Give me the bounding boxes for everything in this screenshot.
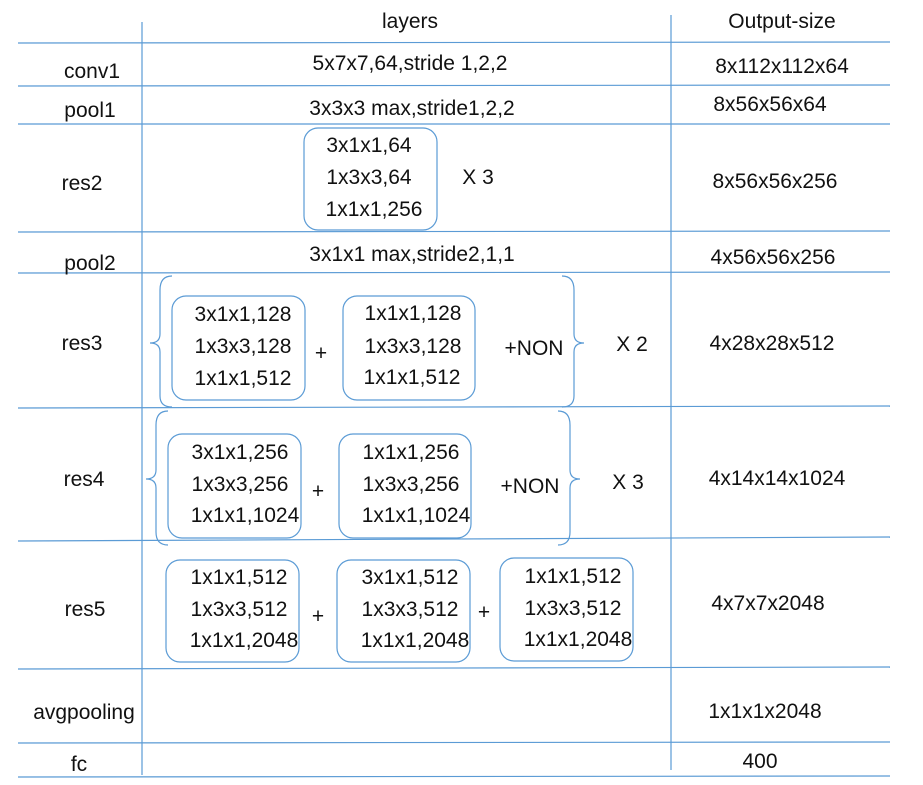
block-line: 1x1x1,512 bbox=[524, 565, 622, 588]
block-line: 1x1x1,2048 bbox=[523, 628, 633, 651]
row-layers-conv1: 5x7x7,64,stride 1,2,2 bbox=[312, 52, 508, 75]
row-name-res5: res5 bbox=[64, 598, 106, 621]
block-line: 1x1x1,512 bbox=[190, 566, 288, 589]
row-output-pool2: 4x56x56x256 bbox=[710, 246, 836, 269]
repeat-label: X 2 bbox=[616, 333, 648, 356]
row-output-pool1: 8x56x56x64 bbox=[713, 93, 827, 116]
plus-sign: + bbox=[477, 601, 491, 624]
block-line: 1x3x3,128 bbox=[194, 335, 292, 358]
block-line: 1x3x3,64 bbox=[326, 166, 412, 189]
header-output-size: Output-size bbox=[728, 10, 836, 33]
block-line: 1x3x3,256 bbox=[191, 473, 289, 496]
row-output-fc: 400 bbox=[742, 750, 778, 773]
block-line: 1x3x3,512 bbox=[361, 598, 459, 621]
block-line: 1x1x1,256 bbox=[325, 198, 423, 221]
row-output-res5: 4x7x7x2048 bbox=[711, 592, 825, 615]
row-output-res3: 4x28x28x512 bbox=[709, 332, 835, 355]
row-name-fc: fc bbox=[70, 753, 88, 776]
block-line: 3x1x1,128 bbox=[194, 303, 292, 326]
plus-sign: + bbox=[311, 480, 325, 503]
row-name-pool2: pool2 bbox=[64, 252, 116, 275]
non-label: +NON bbox=[500, 475, 560, 498]
row-name-conv1: conv1 bbox=[63, 60, 121, 83]
plus-sign: + bbox=[311, 605, 325, 628]
row-output-avgpooling: 1x1x1x2048 bbox=[708, 700, 822, 723]
block-line: 1x3x3,256 bbox=[362, 473, 460, 496]
block-line: 1x1x1,2048 bbox=[360, 629, 470, 652]
block-line: 1x1x1,512 bbox=[363, 366, 461, 389]
row-name-pool1: pool1 bbox=[64, 99, 116, 122]
row-name-res4: res4 bbox=[63, 468, 105, 491]
block-line: 1x1x1,256 bbox=[362, 441, 460, 464]
non-label: +NON bbox=[504, 337, 564, 360]
row-output-res2: 8x56x56x256 bbox=[712, 170, 838, 193]
repeat-label: X 3 bbox=[462, 166, 494, 189]
block-line: 1x1x1,1024 bbox=[190, 504, 300, 527]
row-name-avgpooling: avgpooling bbox=[33, 701, 135, 724]
row-output-conv1: 8x112x112x64 bbox=[715, 55, 849, 78]
row-layers-pool2: 3x1x1 max,stride2,1,1 bbox=[309, 243, 515, 266]
row-layers-pool1: 3x3x3 max,stride1,2,2 bbox=[309, 97, 515, 120]
row-name-res3: res3 bbox=[61, 332, 103, 355]
block-line: 3x1x1,64 bbox=[326, 134, 412, 157]
block-line: 3x1x1,256 bbox=[191, 441, 289, 464]
repeat-label: X 3 bbox=[612, 471, 644, 494]
block-line: 1x1x1,1024 bbox=[361, 504, 471, 527]
header-layers: layers bbox=[381, 10, 439, 33]
block-line: 1x1x1,512 bbox=[194, 367, 292, 390]
block-line: 3x1x1,512 bbox=[361, 566, 459, 589]
block-line: 1x3x3,512 bbox=[524, 597, 622, 620]
row-name-res2: res2 bbox=[61, 172, 103, 195]
block-line: 1x1x1,128 bbox=[364, 302, 462, 325]
block-line: 1x3x3,128 bbox=[364, 335, 462, 358]
block-line: 1x3x3,512 bbox=[190, 598, 288, 621]
plus-sign: + bbox=[314, 342, 328, 365]
block-line: 1x1x1,2048 bbox=[189, 629, 299, 652]
row-output-res4: 4x14x14x1024 bbox=[708, 467, 846, 490]
